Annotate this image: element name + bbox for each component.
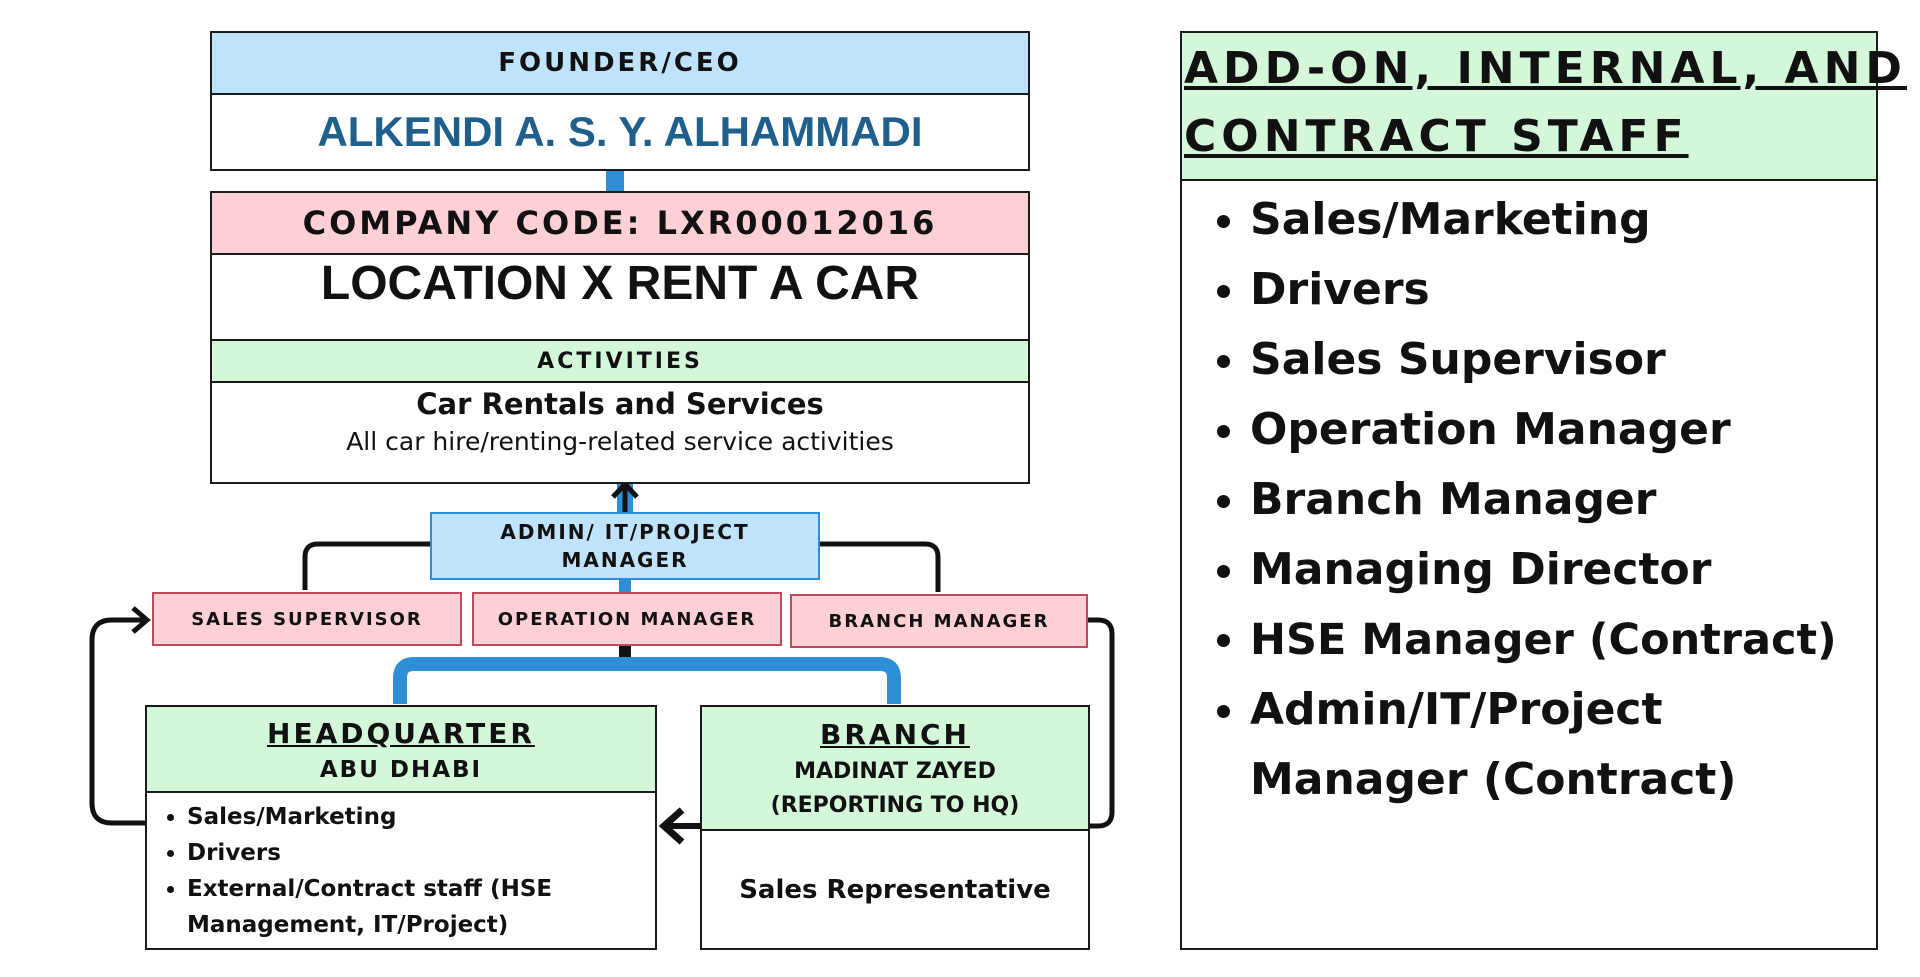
activity-title: Car Rentals and Services (416, 387, 824, 421)
list-item: Drivers (187, 835, 639, 871)
staff-panel-title-line2: CONTRACT STAFF (1184, 111, 1689, 162)
sales-supervisor-box: SALES SUPERVISOR (152, 592, 462, 646)
founder-company-link (606, 168, 624, 192)
list-item: Operation Manager (1250, 395, 1862, 465)
headquarter-staff-list: Sales/Marketing Drivers External/Contrac… (159, 799, 639, 943)
branch-header: BRANCH MADINAT ZAYED (REPORTING TO HQ) (702, 707, 1088, 831)
admin-to-sales-supervisor-line (302, 541, 430, 590)
headquarter-header: HEADQUARTER ABU DHABI (147, 707, 655, 793)
company-box: COMPANY CODE: LXR00012016 LOCATION X REN… (210, 191, 1030, 484)
list-item: Managing Director (1250, 535, 1862, 605)
company-name: LOCATION X RENT A CAR (320, 256, 920, 310)
staff-panel-list: Sales/Marketing Drivers Sales Supervisor… (1222, 185, 1862, 815)
staff-panel-header: ADD-ON, INTERNAL, AND CONTRACT STAFF (1182, 33, 1902, 181)
admin-it-project-manager-box: ADMIN/ IT/PROJECT MANAGER (430, 512, 820, 580)
admin-to-branch-manager-line (820, 541, 941, 592)
right-arrow-icon (131, 606, 151, 634)
branch-title: BRANCH (820, 717, 970, 751)
founder-name: ALKENDI A. S. Y. ALHAMMADI (317, 108, 923, 155)
list-item: Branch Manager (1250, 465, 1862, 535)
up-arrow-icon (611, 480, 639, 499)
list-item: HSE Manager (Contract) (1250, 605, 1862, 675)
list-item: Sales/Marketing (1250, 185, 1862, 255)
headquarter-box: HEADQUARTER ABU DHABI Sales/Marketing Dr… (145, 705, 657, 950)
company-code: COMPANY CODE: LXR00012016 (212, 193, 1028, 255)
list-item: Drivers (1250, 255, 1862, 325)
admin-title-line2: MANAGER (561, 548, 689, 572)
list-item: Sales/Marketing (187, 799, 639, 835)
branch-manager-to-branch-line (1085, 617, 1115, 829)
list-item: Sales Supervisor (1250, 325, 1862, 395)
branch-box: BRANCH MADINAT ZAYED (REPORTING TO HQ) S… (700, 705, 1090, 950)
staff-panel-title-line1: ADD-ON, INTERNAL, AND (1184, 43, 1907, 94)
activities-label: ACTIVITIES (212, 339, 1028, 383)
branch-location: MADINAT ZAYED (794, 758, 996, 784)
hq-branch-bracket (393, 657, 901, 704)
left-arrow-icon (658, 807, 685, 845)
headquarter-location: ABU DHABI (319, 757, 483, 783)
list-item: External/Contract staff (HSEManagement, … (187, 871, 639, 943)
staff-panel: ADD-ON, INTERNAL, AND CONTRACT STAFF Sal… (1180, 31, 1902, 950)
headquarter-title: HEADQUARTER (267, 716, 535, 750)
activity-description: All car hire/renting-related service act… (346, 426, 894, 456)
admin-title-line1: ADMIN/ IT/PROJECT (500, 520, 750, 544)
operation-manager-box: OPERATION MANAGER (472, 592, 782, 646)
branch-staff: Sales Representative (739, 874, 1051, 905)
hq-to-sales-supervisor-line (89, 617, 145, 826)
founder-label: FOUNDER/CEO (212, 33, 1028, 95)
branch-manager-box: BRANCH MANAGER (790, 594, 1088, 648)
founder-box: FOUNDER/CEO ALKENDI A. S. Y. ALHAMMADI (210, 31, 1030, 171)
branch-reporting-note: (REPORTING TO HQ) (770, 792, 1020, 818)
